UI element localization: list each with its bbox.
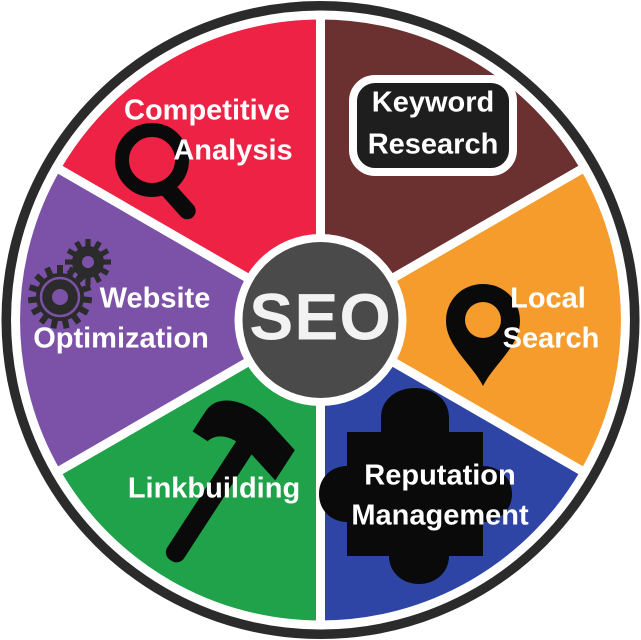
segment-wedge-competitive-analysis[interactable] [51, 10, 325, 325]
map-pin-icon [446, 284, 520, 386]
label-keyword-research: Keyword Research [368, 87, 499, 161]
label-reputation-management: Reputation Management [351, 460, 529, 532]
gears-icon [27, 239, 111, 329]
segment-label-line2: Search [503, 323, 600, 355]
segment-label-line1: Competitive [124, 95, 290, 127]
segment-label-line2: Analysis [173, 135, 292, 167]
magnifier-icon [115, 123, 196, 220]
segment-label-line1: Keyword [372, 87, 494, 119]
segment-website-optimization[interactable] [11, 163, 325, 477]
segment-label-line2: Research [368, 129, 499, 161]
label-local-search: Local Search [503, 283, 600, 355]
keyword-research-plate [349, 75, 517, 176]
segment-competitive-analysis[interactable] [51, 10, 325, 325]
segment-label-line2: Optimization [33, 323, 209, 355]
label-website-optimization: Website Optimization [33, 283, 210, 355]
hammer-icon [165, 400, 295, 563]
hub-circle[interactable] [242, 242, 399, 398]
segment-label-line1: Website [100, 283, 211, 315]
segment-label-line1: Local [510, 283, 586, 315]
segment-label-line2: Management [351, 500, 529, 532]
puzzle-piece-icon [319, 388, 512, 584]
segment-wedge-linkbuilding[interactable] [51, 315, 325, 630]
segment-label-line1: Reputation [364, 460, 515, 492]
label-linkbuilding: Linkbuilding [128, 473, 300, 505]
hub-text: SEO [249, 279, 391, 353]
segment-label-line1: Linkbuilding [128, 473, 300, 505]
segment-wedge-website-optimization[interactable] [11, 163, 325, 477]
segment-linkbuilding[interactable] [51, 315, 325, 630]
label-competitive-analysis: Competitive Analysis [124, 95, 293, 167]
